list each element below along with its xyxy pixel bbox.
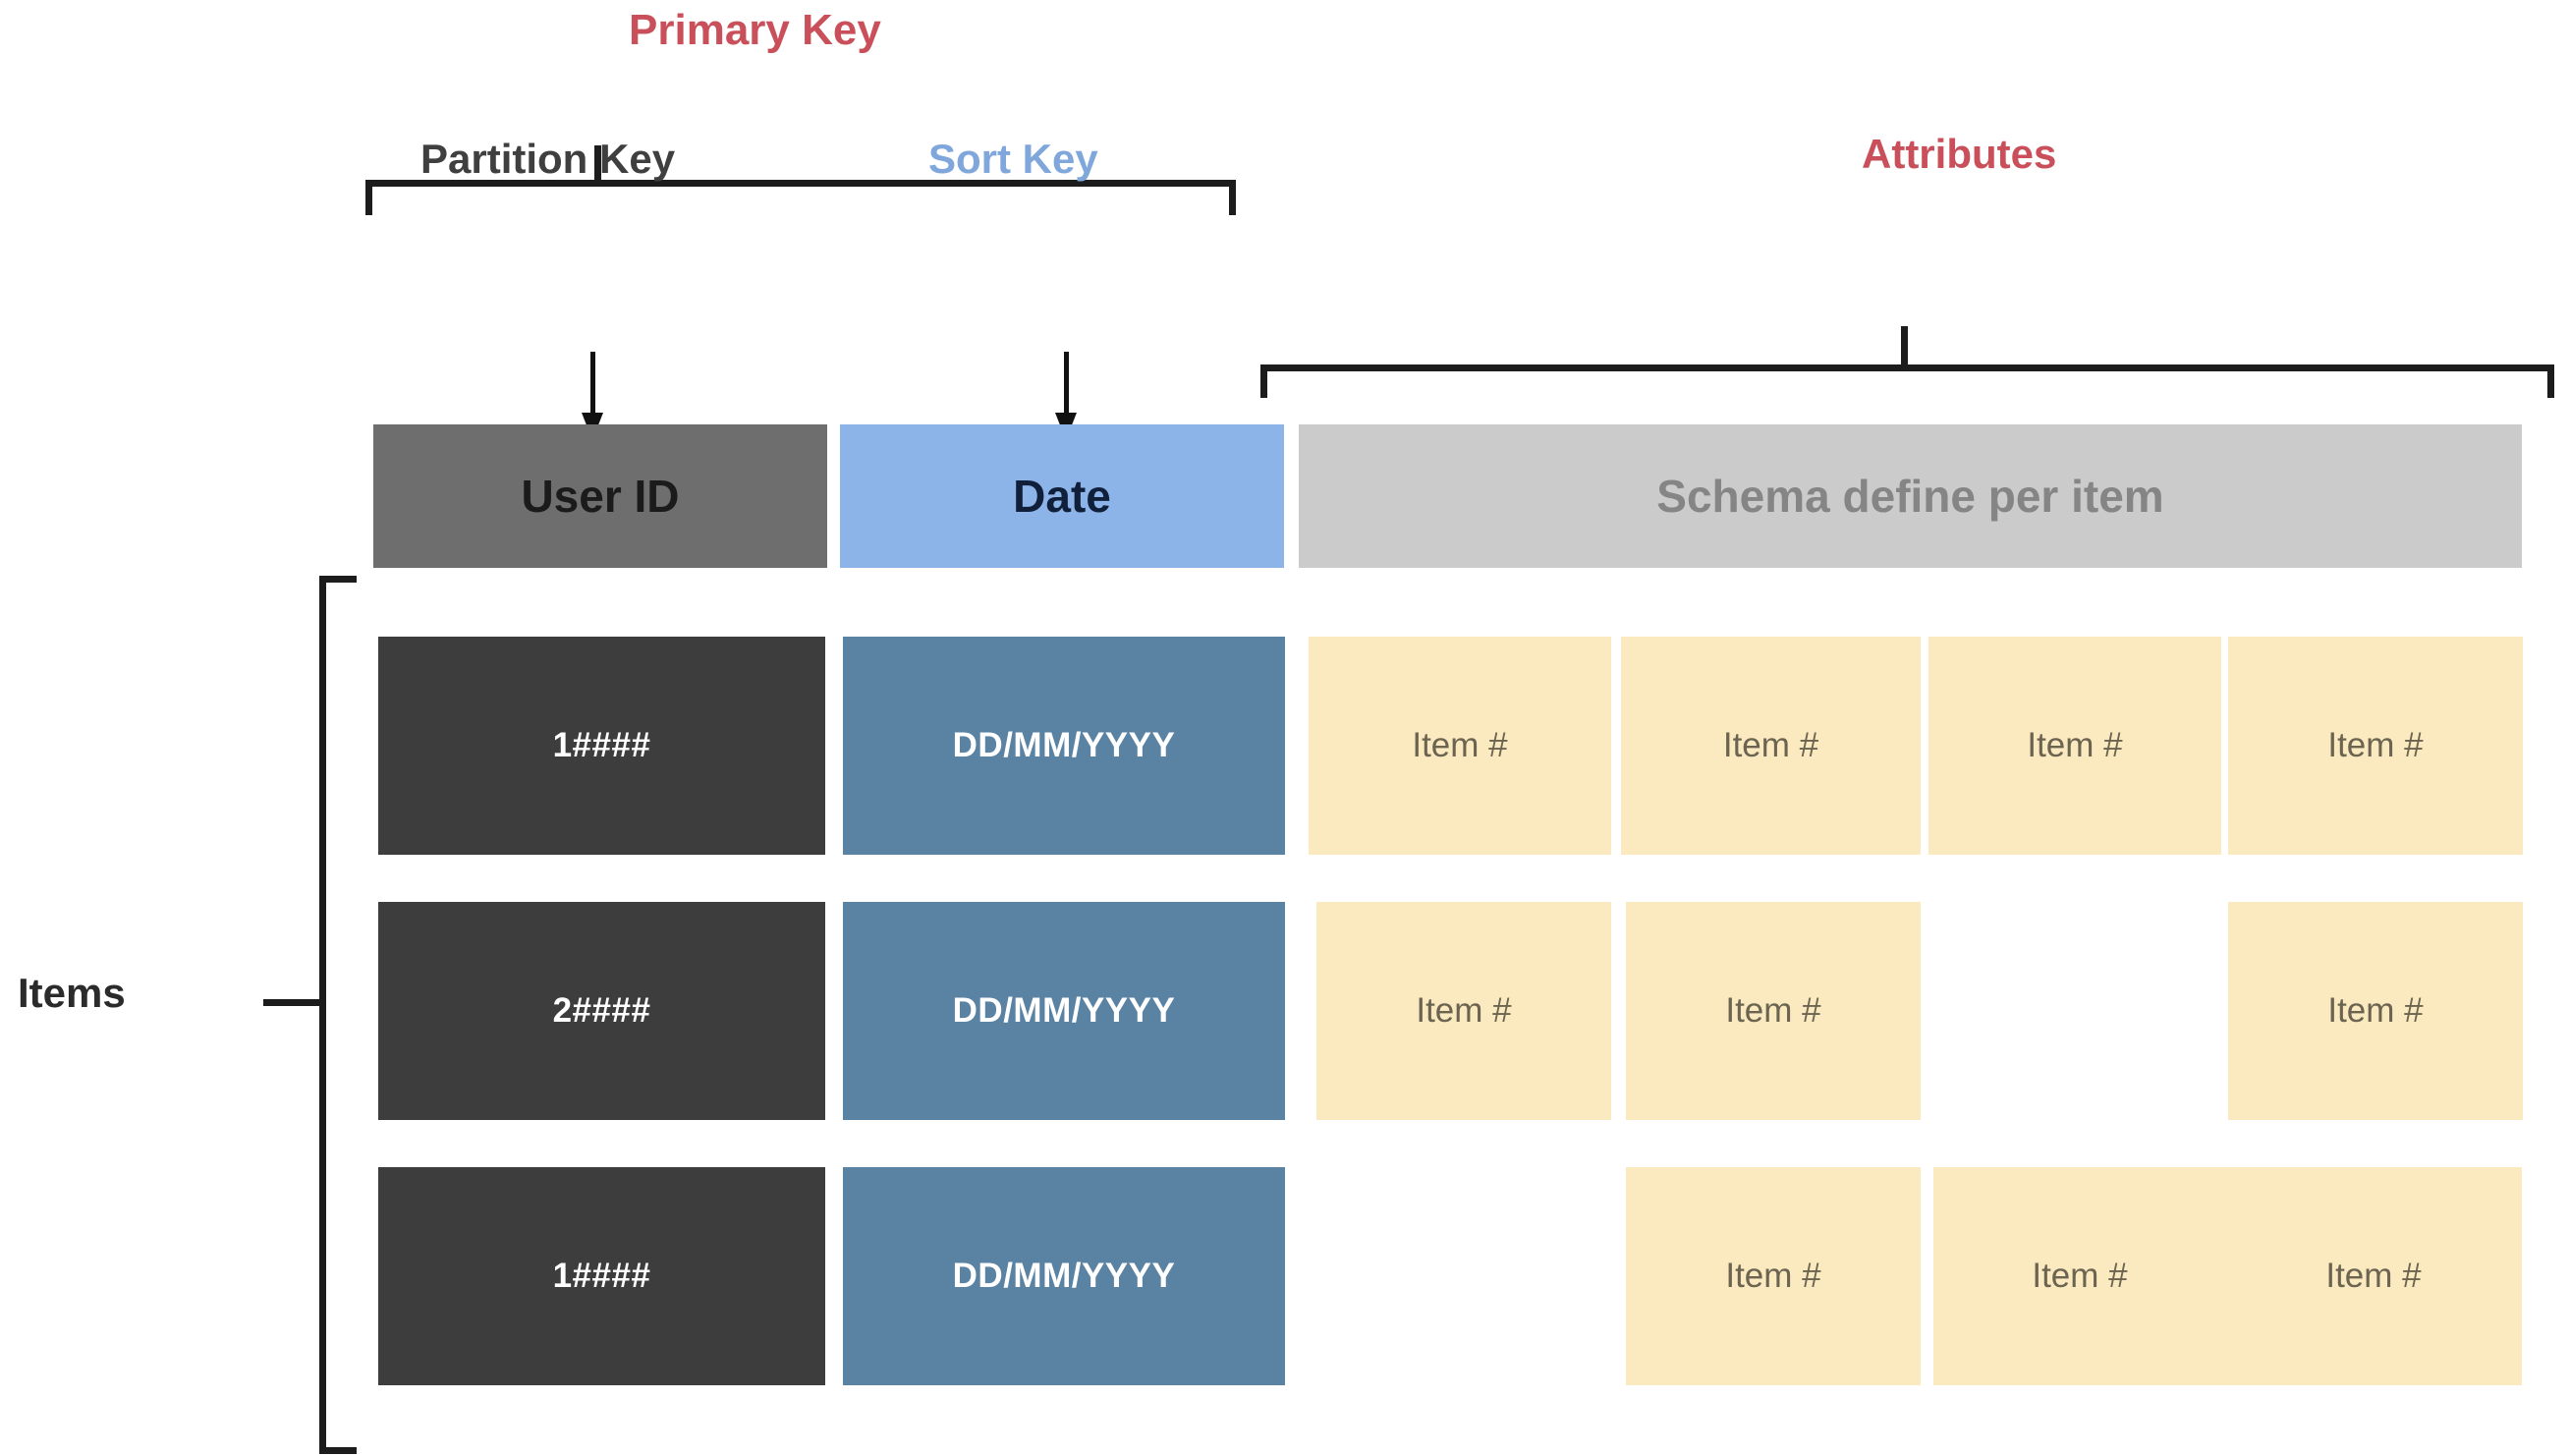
sort-key-label: Sort Key bbox=[928, 136, 1098, 182]
header-cell-user-id: User ID bbox=[373, 424, 827, 568]
header-cell-date: Date bbox=[840, 424, 1284, 568]
primary-key-bracket bbox=[365, 180, 1236, 215]
primary-key-label: Primary Key bbox=[629, 6, 881, 54]
row-cell-attribute: Item # bbox=[1316, 902, 1611, 1120]
row-cell-attribute: Item # bbox=[1928, 637, 2221, 855]
row-cell-user-id: 2#### bbox=[378, 902, 825, 1120]
row-cell-attribute-empty bbox=[1309, 1167, 1611, 1385]
header-cell-schema: Schema define per item bbox=[1299, 424, 2522, 568]
partition-key-label: Partition Key bbox=[420, 136, 676, 182]
row-cell-attribute: Item # bbox=[1309, 637, 1611, 855]
items-bracket bbox=[319, 576, 357, 1454]
row-cell-attribute: Item # bbox=[1621, 637, 1921, 855]
items-bracket-stem bbox=[263, 999, 322, 1006]
row-cell-user-id: 1#### bbox=[378, 1167, 825, 1385]
attributes-label: Attributes bbox=[1862, 131, 2057, 177]
row-cell-attribute: Item # bbox=[1933, 1167, 2226, 1385]
row-cell-date: DD/MM/YYYY bbox=[843, 1167, 1285, 1385]
attributes-bracket bbox=[1260, 364, 2554, 398]
row-cell-attribute: Item # bbox=[1626, 902, 1921, 1120]
row-cell-attribute: Item # bbox=[2228, 902, 2523, 1120]
row-cell-attribute-empty bbox=[1933, 902, 2226, 1120]
items-label: Items bbox=[18, 970, 126, 1016]
row-cell-attribute: Item # bbox=[1626, 1167, 1921, 1385]
row-cell-date: DD/MM/YYYY bbox=[843, 637, 1285, 855]
row-cell-attribute: Item # bbox=[2228, 637, 2523, 855]
row-cell-date: DD/MM/YYYY bbox=[843, 902, 1285, 1120]
attributes-bracket-stem bbox=[1901, 326, 1908, 369]
row-cell-user-id: 1#### bbox=[378, 637, 825, 855]
row-cell-attribute: Item # bbox=[2225, 1167, 2522, 1385]
primary-key-bracket-stem bbox=[594, 145, 601, 185]
